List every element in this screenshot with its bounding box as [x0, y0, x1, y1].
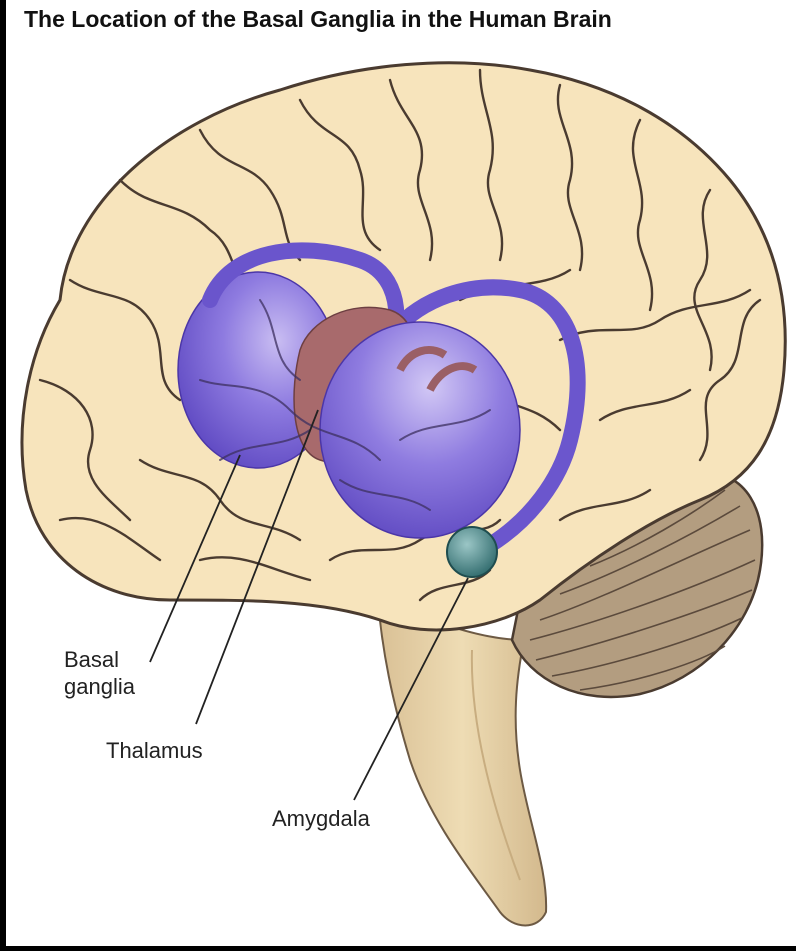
label-basal-line2: ganglia [64, 673, 135, 700]
label-basal-ganglia: Basal ganglia [64, 646, 135, 700]
label-amygdala: Amygdala [272, 805, 370, 832]
amygdala [447, 527, 497, 577]
label-basal-line1: Basal [64, 646, 135, 673]
label-thalamus: Thalamus [106, 737, 203, 764]
